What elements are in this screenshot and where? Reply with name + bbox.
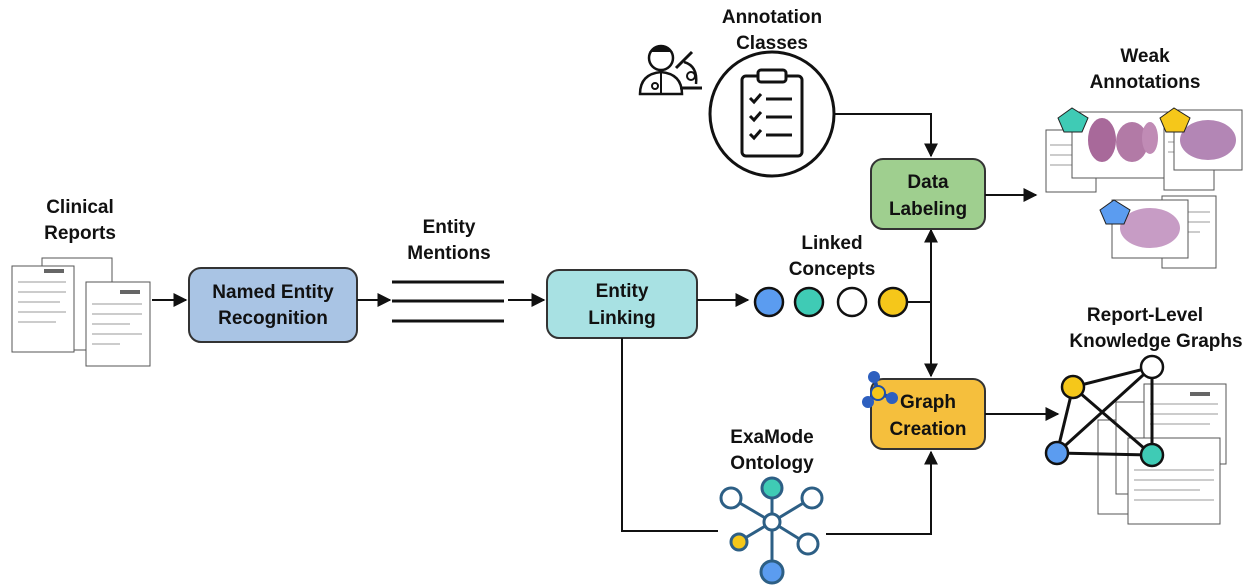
svg-text:Annotations: Annotations <box>1090 72 1201 93</box>
arrow-ontology-to-graph <box>826 450 938 535</box>
svg-text:Reports: Reports <box>44 223 116 244</box>
svg-text:Mentions: Mentions <box>407 243 490 264</box>
clinical-reports-label: Clinical Reports <box>44 197 116 244</box>
svg-text:Ontology: Ontology <box>730 453 814 474</box>
svg-text:Linking: Linking <box>588 308 656 329</box>
concept-circle-blue <box>753 286 785 318</box>
concept-circle-yellow <box>877 286 909 318</box>
ontology-icon <box>719 476 824 585</box>
svg-text:Clinical: Clinical <box>46 197 114 218</box>
concept-circle-teal <box>793 286 825 318</box>
doctor-microscope-icon <box>638 44 702 96</box>
svg-text:Labeling: Labeling <box>889 199 967 220</box>
svg-text:Entity: Entity <box>596 281 649 302</box>
svg-text:Creation: Creation <box>889 419 966 440</box>
svg-text:Entity: Entity <box>423 217 476 238</box>
svg-text:Linked: Linked <box>801 233 862 254</box>
clinical-reports-icon <box>11 257 151 367</box>
svg-text:Graph: Graph <box>900 392 956 413</box>
data-labeling-box: Data Labeling <box>870 158 986 230</box>
svg-text:Data: Data <box>907 172 949 193</box>
named-entity-recognition-box: Named Entity Recognition <box>188 267 358 343</box>
report-level-kg-label: Report-Level Knowledge Graphs <box>1069 305 1242 352</box>
svg-text:Report-Level: Report-Level <box>1087 305 1203 326</box>
svg-text:Recognition: Recognition <box>218 308 328 329</box>
svg-text:Weak: Weak <box>1120 46 1170 67</box>
annotation-classes-label: Annotation Classes <box>722 7 822 54</box>
linked-concepts-label: Linked Concepts <box>789 233 876 280</box>
linked-concepts-circles <box>753 286 909 318</box>
svg-text:Annotation: Annotation <box>722 7 822 28</box>
arrow-annotation-to-labeling <box>834 113 938 158</box>
entity-mentions-label: Entity Mentions <box>407 217 490 264</box>
svg-text:Concepts: Concepts <box>789 259 876 280</box>
weak-annotations-label: Weak Annotations <box>1090 46 1201 93</box>
svg-text:Knowledge Graphs: Knowledge Graphs <box>1069 331 1242 352</box>
svg-text:ExaMode: ExaMode <box>730 427 813 448</box>
linking-to-ontology-line <box>621 338 718 532</box>
examode-ontology-label: ExaMode Ontology <box>730 427 814 474</box>
svg-text:Classes: Classes <box>736 33 808 54</box>
svg-text:Named Entity: Named Entity <box>212 282 334 303</box>
entity-mentions-lines <box>392 280 504 323</box>
tissue-slides-icon <box>1045 107 1243 269</box>
clipboard-icon <box>708 50 836 178</box>
entity-linking-box: Entity Linking <box>546 269 698 339</box>
graph-creation-box: Graph Creation <box>870 378 986 450</box>
graph-molecule-icon <box>862 371 898 408</box>
knowledge-graph-icon <box>1044 354 1227 525</box>
concept-circle-white <box>836 286 868 318</box>
